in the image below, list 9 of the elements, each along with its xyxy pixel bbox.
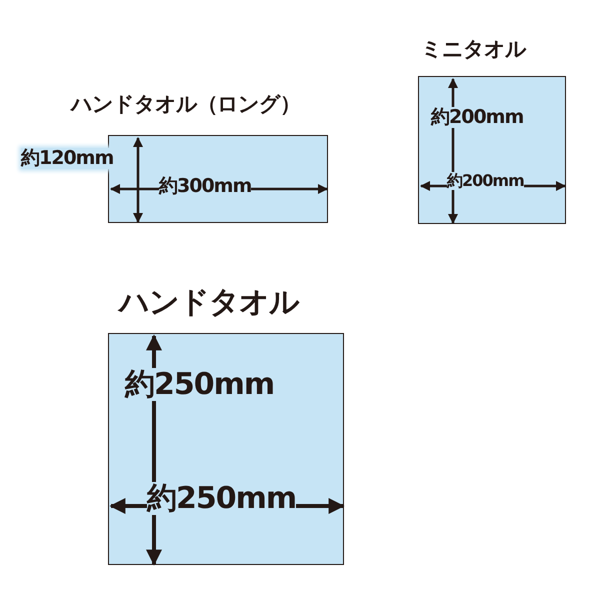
dimension-label: 約250mm [147,482,296,515]
dimension-label: 約200mm [447,172,524,190]
dimension-label: 約200mm [431,107,524,128]
towel-name-heading: ハンドタオル（ロング） [71,91,300,118]
towel-name-heading: ミニタオル [421,36,526,63]
dimension-label: 約300mm [159,176,252,197]
dimension-label: 約120mm [21,148,114,169]
towel-name-heading: ハンドタオル [119,284,299,322]
dimension-label: 約250mm [125,368,274,401]
